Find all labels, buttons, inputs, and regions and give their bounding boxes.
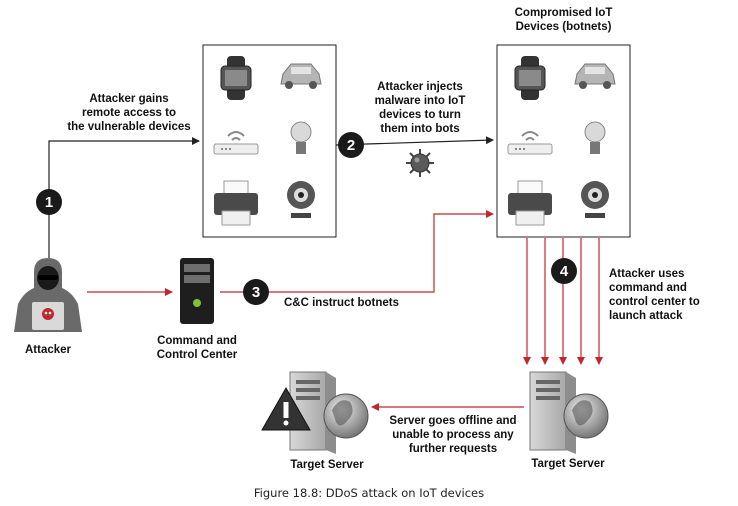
- step-badge-2: 2: [338, 132, 364, 158]
- step-number-1: 1: [45, 194, 53, 211]
- smartwatch-icon: [514, 56, 546, 100]
- offline-target-server-icon: [289, 371, 369, 454]
- router-icon: [507, 131, 553, 155]
- router-icon: [213, 131, 259, 155]
- step3-label: C&C instruct botnets: [284, 297, 399, 309]
- step-number-3: 3: [252, 284, 260, 301]
- target-server-icon: [529, 371, 609, 454]
- cc-to-botnet-arrow: [220, 210, 494, 293]
- car-icon: [574, 63, 616, 89]
- malware-icon: [406, 149, 434, 177]
- smartwatch-icon: [220, 56, 252, 100]
- car-icon: [280, 63, 322, 89]
- step-number-4: 4: [560, 263, 569, 280]
- lightbulb-icon: [584, 121, 606, 154]
- step-badge-1: 1: [36, 189, 62, 215]
- target-server-left-label: Target Server: [290, 459, 364, 471]
- figure-caption: Figure 18.8: DDoS attack on IoT devices: [253, 486, 485, 500]
- printer-icon: [508, 180, 552, 226]
- warning-icon: [261, 386, 311, 431]
- webcam-icon: [581, 181, 609, 218]
- attacker-label: Attacker: [24, 344, 72, 356]
- step-number-2: 2: [347, 137, 355, 154]
- cc-server-icon: [180, 258, 214, 324]
- target-server-right-label: Target Server: [531, 458, 605, 470]
- printer-icon: [214, 180, 258, 226]
- remote-access-arrow: [48, 137, 200, 258]
- step-badge-4: 4: [551, 258, 577, 284]
- hacker-icon: [14, 258, 82, 332]
- step-badge-3: 3: [243, 279, 269, 305]
- webcam-icon: [287, 181, 315, 218]
- lightbulb-icon: [290, 121, 312, 154]
